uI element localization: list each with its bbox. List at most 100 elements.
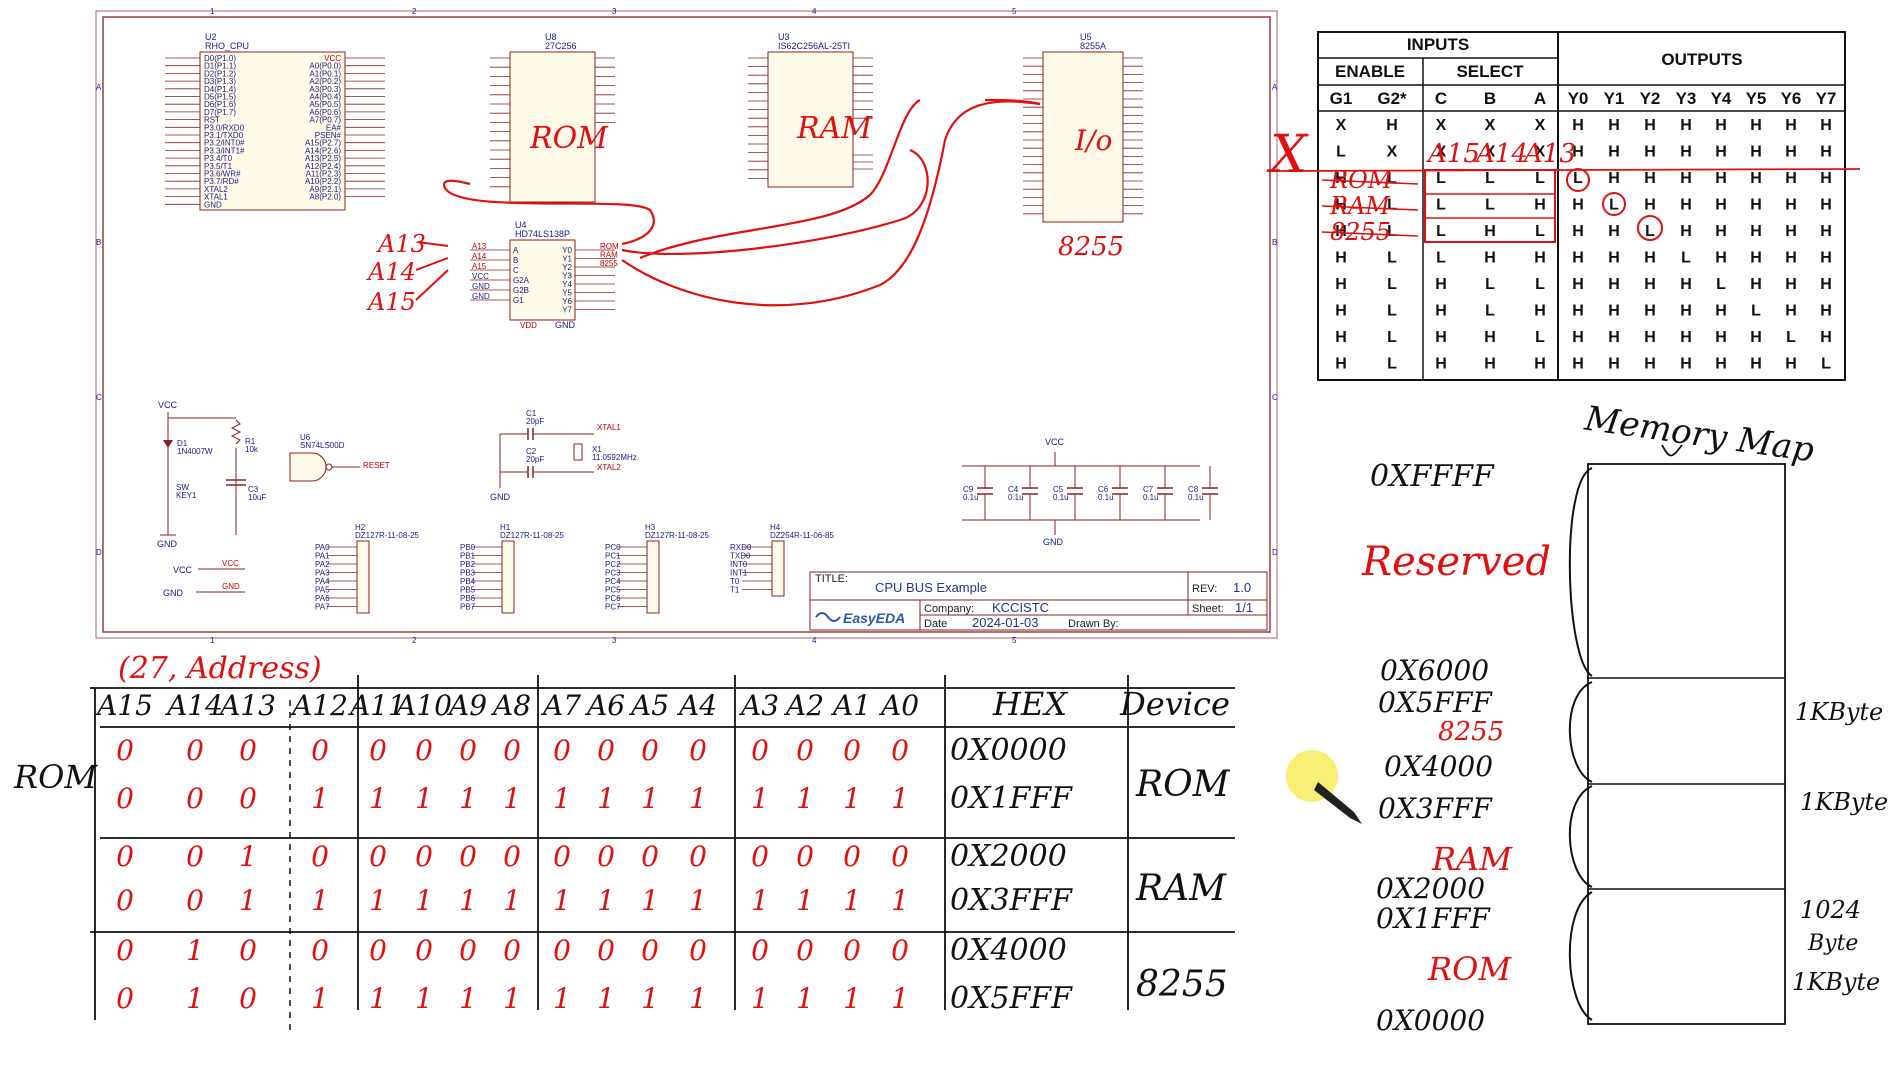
- gnd-port-net: GND: [222, 582, 240, 591]
- address-bit: 0: [116, 782, 134, 815]
- address-header: Device: [1119, 685, 1230, 723]
- address-bit: 0: [796, 734, 814, 767]
- header-pin: PA4: [315, 577, 330, 586]
- address-bit: 1: [459, 982, 477, 1015]
- tt-cell: H: [1608, 250, 1620, 267]
- tt-cell: H: [1820, 144, 1832, 161]
- tt-cell: L: [1609, 197, 1619, 214]
- tt-row-strike: [1321, 179, 1419, 185]
- address-bit: 0: [503, 840, 521, 873]
- tt-outputs: OUTPUTS: [1661, 50, 1742, 69]
- tt-col-header: G1: [1330, 89, 1353, 108]
- grid-col-label: 3: [612, 7, 617, 16]
- decoder-ref: U4: [515, 220, 527, 230]
- tt-col-header: Y4: [1711, 89, 1732, 108]
- cpu-left-pin: D6(P1.6): [204, 100, 236, 109]
- tt-cell: H: [1335, 223, 1347, 240]
- cpu-right-pin: A8(P2.0): [309, 193, 341, 202]
- mm-2000: 0X2000: [1376, 872, 1485, 905]
- header-pin: PB1: [460, 552, 476, 561]
- tt-cell: H: [1608, 276, 1620, 293]
- decoder-in-net: A14: [472, 252, 487, 261]
- address-bit: 0: [239, 734, 257, 767]
- address-bit: 0: [186, 884, 204, 917]
- memory-map: Memory Map 0XFFFF Reserved 0X6000 0X5FFF…: [1361, 399, 1888, 1037]
- decap-ref: C7: [1143, 485, 1154, 494]
- easyeda-logo-icon: [815, 612, 841, 622]
- grid-row-label: B: [96, 238, 101, 247]
- tt-cell: H: [1715, 303, 1727, 320]
- easyeda-logo: EasyEDA: [843, 610, 905, 626]
- address-bit: 0: [751, 734, 769, 767]
- tt-cell: H: [1335, 250, 1347, 267]
- tt-enable: ENABLE: [1335, 62, 1405, 81]
- decoder-vdd: VDD: [520, 321, 537, 330]
- header-part: DZ254R-11-06-85: [770, 531, 834, 540]
- address-header: A15: [94, 689, 153, 722]
- tt-cell: H: [1608, 356, 1620, 373]
- address-bit: 0: [186, 840, 204, 873]
- cpu-right-pin: A2(P0.2): [309, 77, 341, 86]
- bus-annotations: ROM RAM I/o 8255 A13 A14 A15: [366, 98, 1124, 316]
- cpu-left-pin: D2(P1.2): [204, 69, 236, 78]
- cpu-left-pin: GND: [204, 200, 222, 209]
- header-body: [356, 540, 370, 614]
- header-pin: PB4: [460, 577, 476, 586]
- reserved-brace: [1568, 467, 1593, 677]
- tt-cell: L: [1821, 356, 1831, 373]
- tt-cell: H: [1534, 303, 1546, 320]
- address-bit: 1: [239, 884, 257, 917]
- sheet-label: Sheet:: [1192, 603, 1224, 615]
- x1-val: 11.0592MHz: [592, 453, 637, 462]
- tt-cell: H: [1484, 250, 1496, 267]
- header-pin: PA3: [315, 569, 330, 578]
- address-bit: 1: [843, 982, 861, 1015]
- tt-cell: H: [1750, 223, 1762, 240]
- tt-cell: H: [1750, 170, 1762, 187]
- address-device: RAM: [1135, 868, 1227, 909]
- cpu-right-pin: PSEN#: [315, 131, 342, 140]
- address-bit: 0: [116, 982, 134, 1015]
- a13-annotation: A13: [376, 230, 426, 258]
- cpu-chip: U2 RHO_CPU D0(P1.0)D1(P1.1)D2(P1.2)D3(P1…: [165, 32, 385, 211]
- address-bit: 0: [369, 934, 387, 967]
- decoder-in-pin: G2A: [513, 276, 530, 285]
- c3-val: 10uF: [248, 493, 266, 502]
- grid-col-label: 1: [210, 7, 215, 16]
- cpu-left-pin: XTAL2: [204, 185, 228, 194]
- header-pin: PC5: [605, 586, 621, 595]
- tt-cell: H: [1750, 356, 1762, 373]
- ram-chip: U3 IS62C256AL-25TI: [748, 32, 873, 188]
- tt-cell: H: [1785, 170, 1797, 187]
- tt-cell: H: [1335, 276, 1347, 293]
- decap-val: 0.1u: [1008, 493, 1024, 502]
- tt-cell: H: [1680, 144, 1692, 161]
- date-value: 2024-01-03: [972, 615, 1039, 630]
- address-bit: 1: [415, 982, 433, 1015]
- address-bit: 0: [459, 734, 477, 767]
- address-header: A13: [217, 689, 276, 722]
- tt-cell: H: [1680, 356, 1692, 373]
- cpu-right-pin: A4(P0.4): [309, 93, 341, 102]
- tt-cell: H: [1680, 329, 1692, 346]
- address-hex: 0X1FFF: [950, 781, 1073, 816]
- header-body: [646, 540, 660, 614]
- rom-chip: U8 27C256: [490, 32, 615, 203]
- address-bit: 1: [369, 884, 387, 917]
- grid-row-label: A: [96, 83, 102, 92]
- address-table-title: (27, Address): [118, 651, 322, 686]
- decap-ref: C6: [1098, 485, 1109, 494]
- tt-cell: X: [1485, 144, 1496, 161]
- tt-col-header: Y2: [1640, 89, 1661, 108]
- tt-col-header: Y7: [1816, 89, 1837, 108]
- tt-cell: H: [1335, 303, 1347, 320]
- address-bit: 0: [311, 734, 329, 767]
- address-bit: 0: [311, 840, 329, 873]
- cpu-right-pin: A13(P2.5): [305, 154, 341, 163]
- rom-pins: [490, 57, 615, 188]
- cpu-left-pin: XTAL1: [204, 193, 228, 202]
- title-block: TITLE: CPU BUS Example REV: 1.0 Company:…: [809, 571, 1268, 631]
- tt-cell: H: [1534, 250, 1546, 267]
